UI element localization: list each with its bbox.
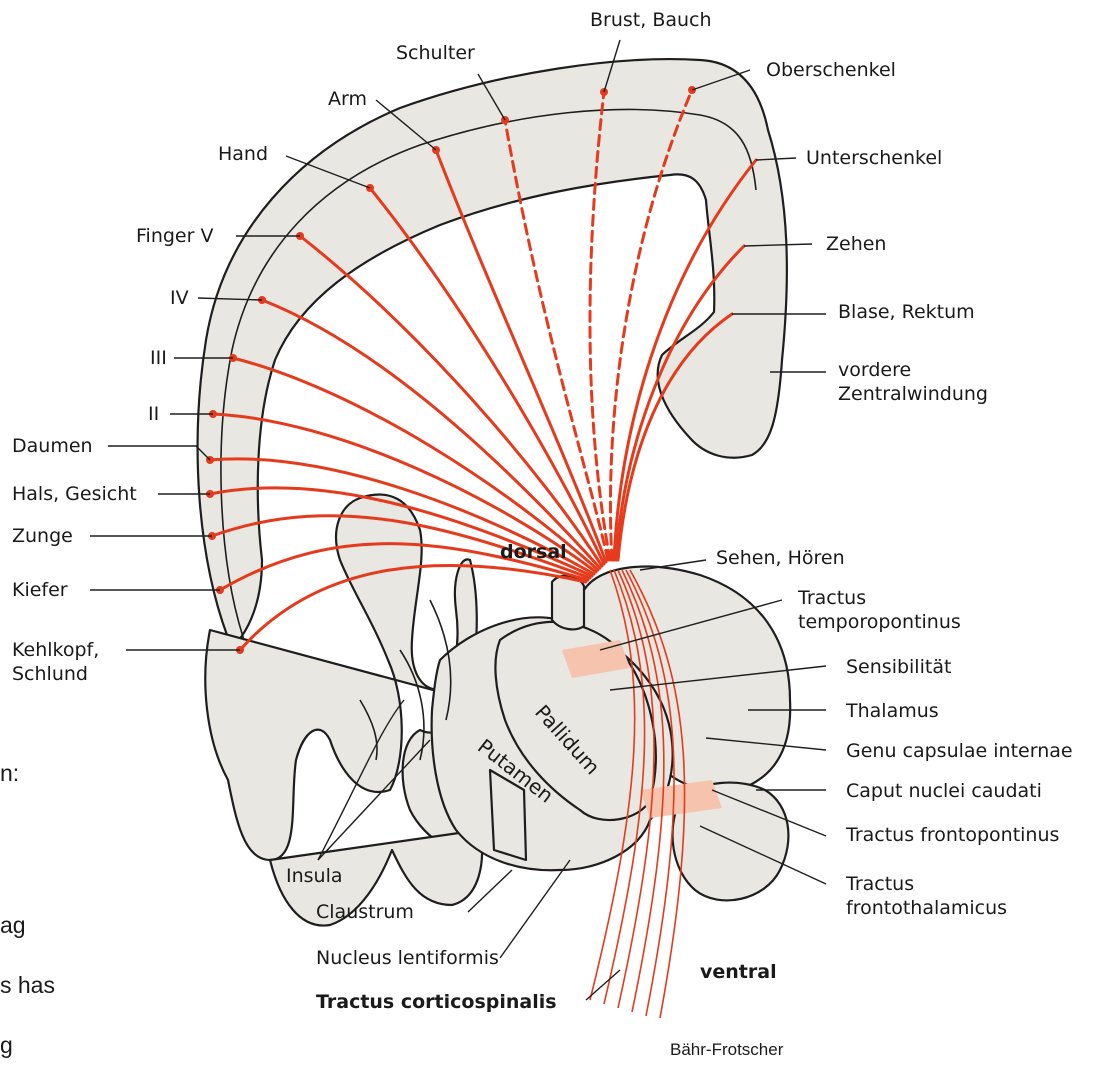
label-genu-capsulae-internae: Genu capsulae internae	[846, 739, 1073, 763]
label-tractus-temporopontinus: Tractus temporopontinus	[798, 586, 961, 634]
label-tractus-corticospinalis: Tractus corticospinalis	[316, 990, 557, 1014]
label-thalamus: Thalamus	[846, 699, 939, 723]
label-ii: II	[148, 402, 159, 426]
label-schulter: Schulter	[396, 41, 475, 65]
label-hand: Hand	[218, 142, 268, 166]
label-iii: III	[150, 346, 167, 370]
label-insula: Insula	[286, 864, 343, 888]
label-sensibilitaet: Sensibilität	[846, 655, 951, 679]
label-iv: IV	[170, 286, 189, 310]
label-finger-v: Finger V	[136, 224, 213, 248]
label-oberschenkel: Oberschenkel	[766, 58, 896, 82]
label-tractus-frontopontinus: Tractus frontopontinus	[846, 823, 1059, 847]
side-text-4: g	[0, 1032, 13, 1059]
label-unterschenkel: Unterschenkel	[806, 146, 942, 170]
label-hals-gesicht: Hals, Gesicht	[12, 482, 137, 506]
label-arm: Arm	[328, 87, 367, 111]
label-nucleus-lentiformis: Nucleus lentiformis	[316, 946, 499, 970]
label-claustrum: Claustrum	[316, 900, 414, 924]
side-text-1: n:	[0, 760, 19, 787]
label-ventral: ventral	[700, 960, 777, 984]
label-brust-bauch: Brust, Bauch	[590, 8, 712, 32]
credit-text: Bähr-Frotscher	[670, 1040, 783, 1060]
label-daumen: Daumen	[12, 434, 93, 458]
side-text-2: ag	[0, 912, 26, 939]
label-kehlkopf-schlund: Kehlkopf, Schlund	[12, 638, 99, 686]
label-sehen-hoeren: Sehen, Hören	[716, 546, 845, 570]
small-cylinder	[552, 576, 584, 630]
label-dorsal: dorsal	[500, 540, 567, 564]
side-text-3: s has	[0, 972, 55, 999]
label-vordere-zentralwindung: vordere Zentralwindung	[838, 358, 988, 406]
label-blase-rektum: Blase, Rektum	[838, 300, 975, 324]
label-tractus-frontothalamicus: Tractus frontothalamicus	[846, 872, 1007, 920]
label-zehen: Zehen	[826, 232, 886, 256]
label-zunge: Zunge	[12, 524, 73, 548]
label-caput-nuclei-caudati: Caput nuclei caudati	[846, 779, 1042, 803]
label-kiefer: Kiefer	[12, 578, 68, 602]
